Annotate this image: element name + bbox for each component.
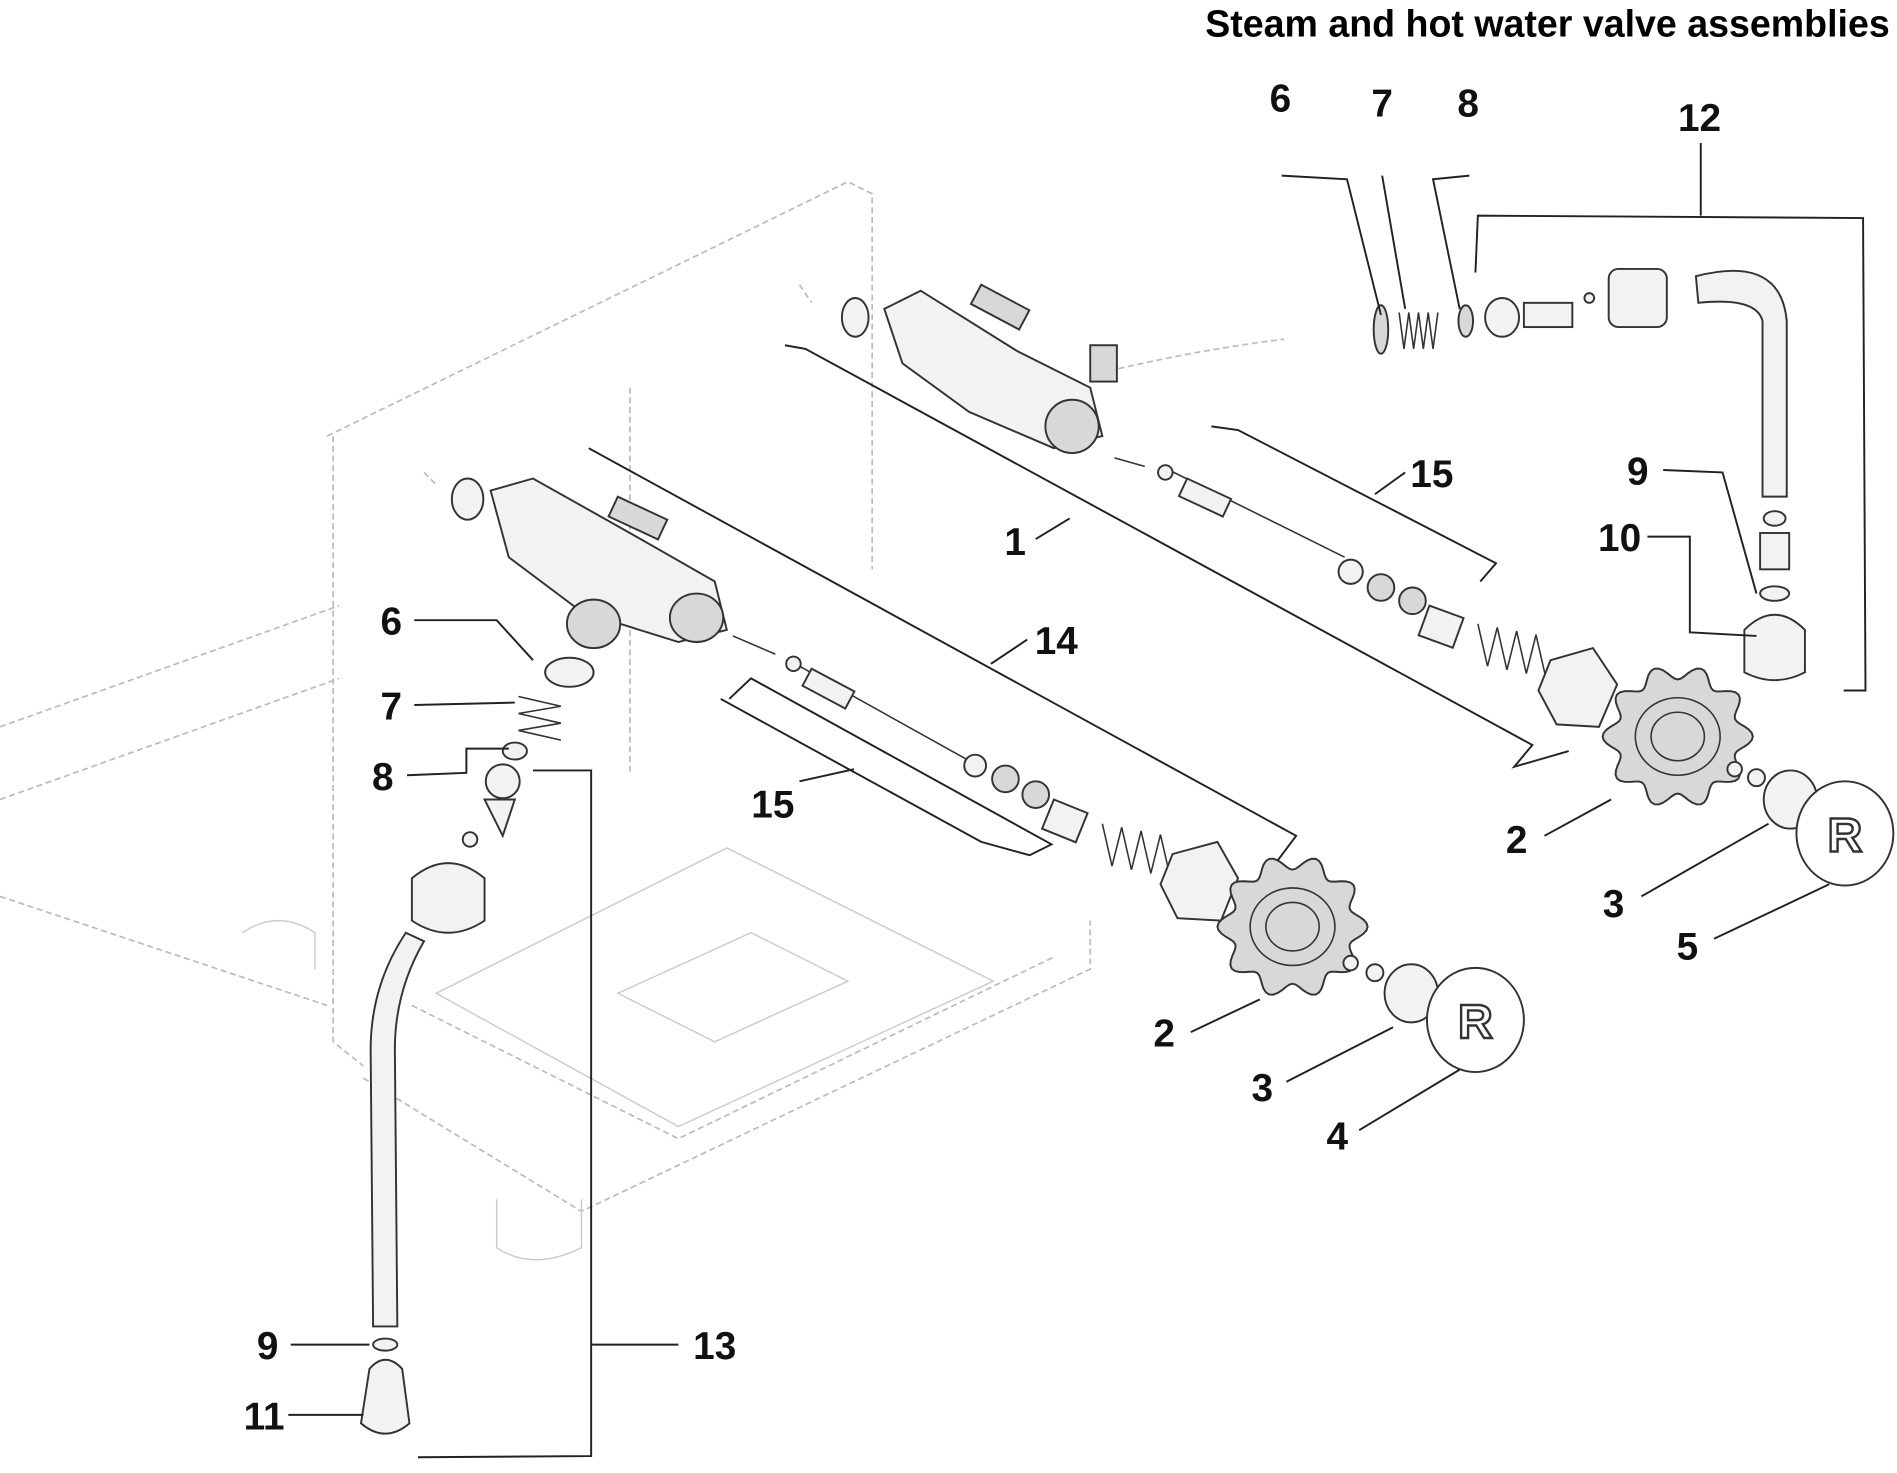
- cap-letter: R: [1458, 995, 1493, 1049]
- machine-frame-outline: [0, 180, 1285, 1261]
- callout-7-left: 7: [380, 686, 402, 729]
- callout-8-left: 8: [372, 756, 394, 799]
- diagram-title: Steam and hot water valve assemblies: [1205, 2, 1890, 44]
- valve-stem: [1114, 457, 1345, 558]
- valve-outlet: [1044, 398, 1100, 455]
- valve-knob: [1601, 667, 1754, 806]
- cap-r-badge: [1795, 780, 1895, 887]
- callout-2-right: 2: [1506, 819, 1528, 862]
- valve-body: [883, 289, 1104, 450]
- steam-valve-assembly-right: R: [840, 283, 1895, 887]
- callout-3-right: 3: [1603, 883, 1625, 926]
- leader-lines: [288, 142, 1867, 1459]
- bushing: [1417, 604, 1465, 649]
- nozzle-nut: [1607, 267, 1668, 329]
- cap-r-badge: [1426, 966, 1525, 1074]
- seal: [1366, 573, 1396, 602]
- callout-10: 10: [1598, 517, 1641, 560]
- steam-tip: [359, 1358, 411, 1435]
- callout-7-top: 7: [1371, 82, 1393, 125]
- steam-valve-assembly-left: R: [359, 477, 1525, 1435]
- callout-8-top: 8: [1457, 82, 1479, 125]
- callout-4: 4: [1327, 1116, 1349, 1159]
- callout-5: 5: [1677, 925, 1699, 968]
- valve-knob: [1216, 857, 1369, 996]
- valve-bolt: [607, 495, 669, 541]
- callout-2-left: 2: [1153, 1013, 1175, 1056]
- seal: [1337, 558, 1364, 585]
- callout-6-top: 6: [1270, 77, 1292, 120]
- gland-nut: [1159, 840, 1240, 922]
- callout-1: 1: [1004, 521, 1026, 564]
- callout-12: 12: [1678, 97, 1721, 140]
- steam-wand-pipe: [369, 931, 426, 1328]
- callout-labels: 6 7 8 12 9 10 15 1 2 3 5 14 6 7 8 15 2 3…: [244, 77, 1721, 1438]
- callout-9-left: 9: [257, 1325, 279, 1368]
- hot-water-pipe: [1694, 269, 1788, 498]
- o-ring: [450, 477, 485, 521]
- spring: [1477, 623, 1547, 678]
- callout-15-left: 15: [751, 784, 794, 827]
- callout-11: 11: [244, 1395, 285, 1438]
- valve-outlet: [565, 598, 622, 650]
- o-ring: [840, 297, 870, 338]
- callout-6-left: 6: [380, 601, 402, 644]
- steam-nozzle-nut: [410, 862, 486, 934]
- callout-3-left: 3: [1251, 1067, 1273, 1110]
- gland-nut: [1537, 646, 1619, 728]
- valve-body: [489, 477, 728, 644]
- seal: [1398, 586, 1427, 616]
- spring: [1101, 823, 1171, 878]
- hot-water-tip: [1743, 613, 1806, 682]
- valve-bolt: [969, 283, 1031, 331]
- callout-14: 14: [1035, 620, 1079, 663]
- callout-15-right: 15: [1410, 453, 1453, 496]
- callout-13: 13: [693, 1325, 736, 1368]
- callout-9-right: 9: [1627, 451, 1649, 494]
- cap-letter: R: [1827, 809, 1862, 863]
- valve-fitting: [1089, 344, 1118, 383]
- hot-water-parts-right: [1372, 267, 1806, 682]
